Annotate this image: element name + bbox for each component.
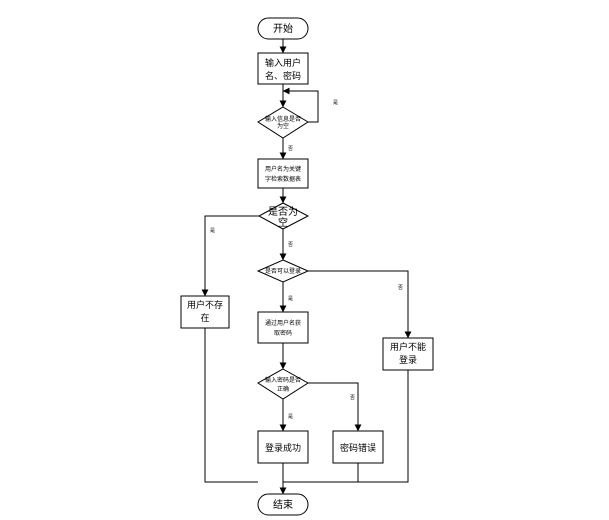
cannot-login-label-1: 用户不能 — [390, 341, 426, 353]
label-password-yes: 是 — [288, 414, 293, 420]
label-input-empty-no: 否 — [288, 146, 293, 152]
edge-cannot-login-to-end — [310, 370, 409, 483]
is-empty-label-1: 是否为 — [268, 206, 298, 218]
end-terminal — [257, 493, 309, 516]
login-success-label: 登录成功 — [265, 442, 301, 454]
check-password-label-2: 正确 — [277, 385, 289, 393]
edge-pw-error-to-end — [283, 463, 359, 483]
edge-labels: 是 否 是 否 是 否 是 否 — [210, 100, 403, 420]
can-login-label: 是否可以登录 — [265, 267, 301, 275]
start-label: 开始 — [273, 22, 293, 35]
edge-check-yes-loop — [282, 87, 319, 123]
query-db-box — [257, 158, 309, 189]
check-input-empty-label-2: 为空 — [277, 122, 289, 130]
end-label: 结束 — [273, 498, 293, 511]
start-terminal — [257, 17, 309, 40]
query-db-label-1: 用户名为关键 — [265, 165, 301, 173]
edge-can-login-no — [308, 270, 412, 339]
input-credentials-label-2: 名、密码 — [265, 70, 301, 82]
get-password-box — [257, 311, 309, 344]
password-error-label: 密码错误 — [340, 442, 376, 454]
user-not-exist-label-2: 在 — [200, 312, 209, 324]
check-input-empty-diamond — [257, 106, 309, 139]
cannot-login-box — [382, 337, 434, 371]
edge-check-pw-no — [308, 382, 362, 432]
label-can-login-no: 否 — [398, 285, 403, 291]
flow-connectors — [201, 39, 412, 495]
check-password-diamond — [257, 368, 309, 400]
cannot-login-label-2: 登录 — [399, 355, 417, 366]
can-login-diamond — [256, 259, 310, 283]
user-not-exist-box — [180, 295, 230, 329]
is-empty-label-2: 空 — [278, 216, 288, 229]
label-password-no: 否 — [350, 395, 355, 401]
get-password-label-1: 通过用户名获 — [265, 319, 301, 327]
edge-user-not-exist-to-end — [204, 328, 258, 483]
query-db-label-2: 字检索数据表 — [265, 175, 301, 183]
label-is-empty-no: 否 — [288, 242, 293, 248]
get-password-label-2: 取密码 — [274, 329, 292, 337]
label-is-empty-yes: 是 — [210, 228, 215, 234]
input-credentials-label-1: 输入用户 — [265, 57, 301, 69]
flow-nodes: 开始 输入用户 名、密码 输入信息是否 为空 用户名为关键 字检索数据表 是否为… — [180, 17, 434, 516]
check-password-label-1: 输入密码是否 — [265, 376, 301, 384]
input-credentials-box — [257, 52, 309, 85]
user-not-exist-label-1: 用户不存 — [187, 299, 223, 311]
password-error-box — [332, 430, 384, 464]
edge-is-empty-yes — [201, 215, 259, 297]
login-success-box — [257, 430, 309, 464]
is-empty-diamond — [257, 202, 310, 230]
label-input-empty-yes: 是 — [333, 100, 338, 106]
label-can-login-yes: 是 — [288, 296, 293, 302]
check-input-empty-label-1: 输入信息是否 — [265, 115, 301, 123]
